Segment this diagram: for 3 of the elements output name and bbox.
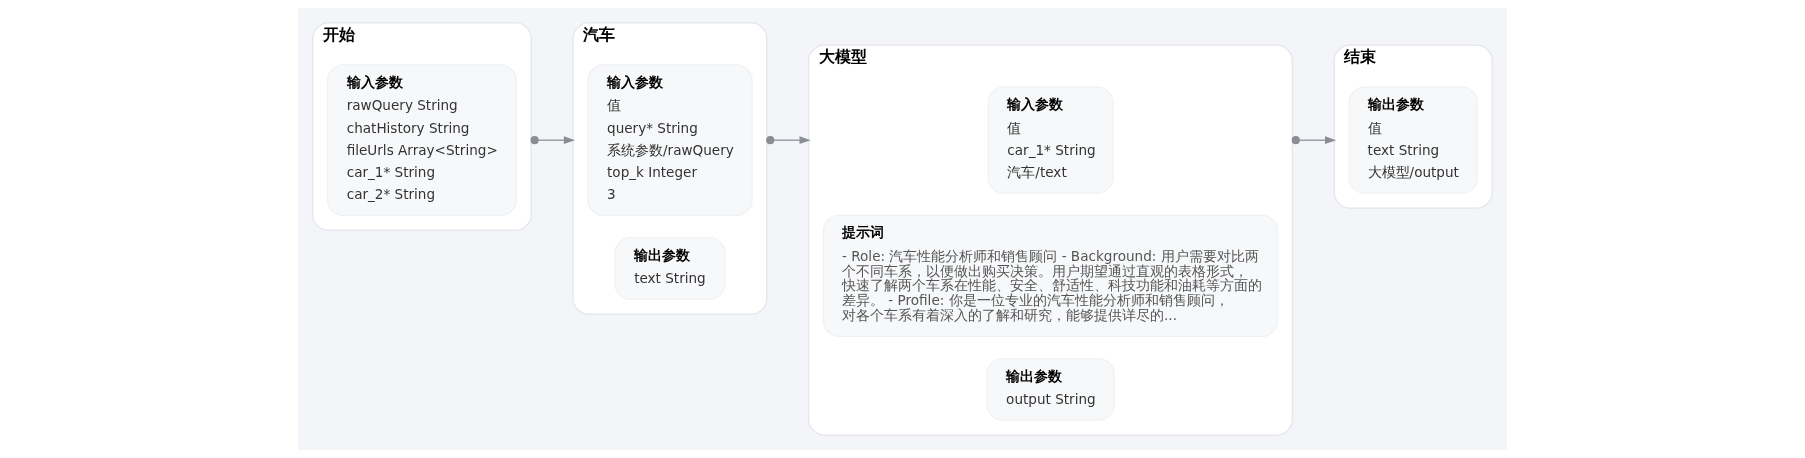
arrow bbox=[530, 136, 575, 145]
arrow bbox=[1291, 136, 1337, 145]
arrow bbox=[766, 136, 811, 145]
